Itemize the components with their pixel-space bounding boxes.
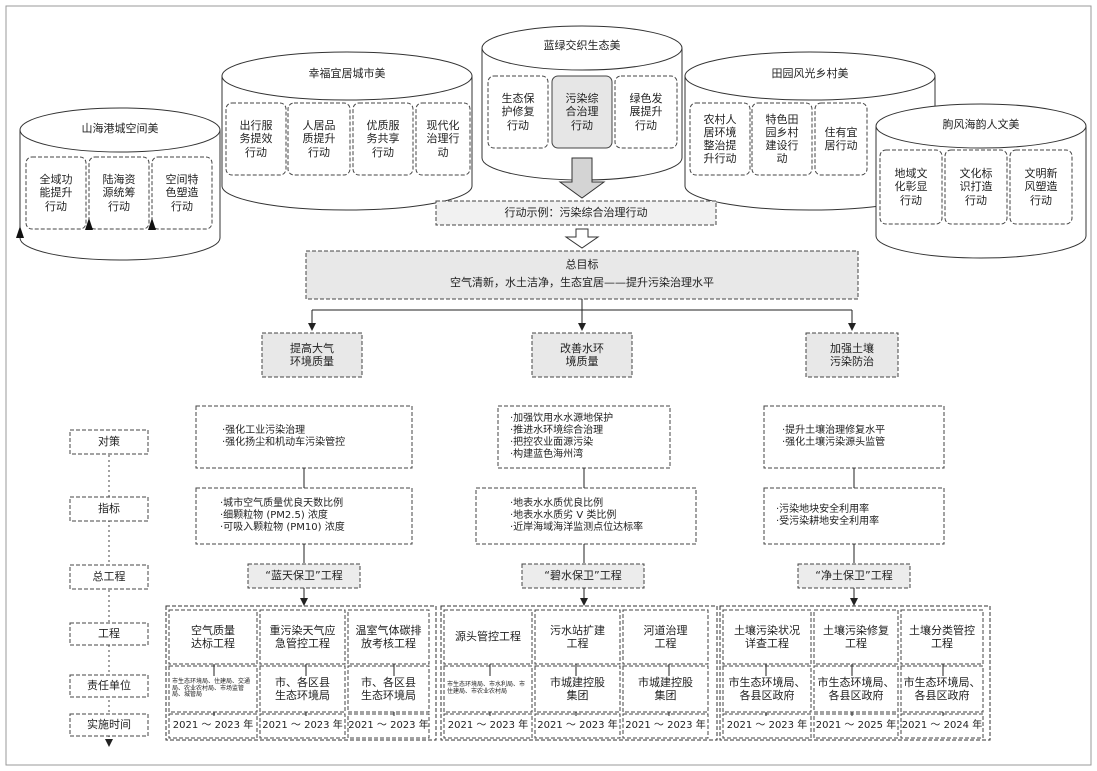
label-measures: 对策 [98, 435, 120, 449]
indicators-soil: ·污染地块安全利用率 ·受污染耕地安全利用率 [776, 504, 880, 527]
action-item: 陆海资 源统筹 行动 [102, 173, 136, 213]
action-item: 出行服 务提效 行动 [239, 119, 273, 159]
project-name: 土壤污染状况 详查工程 [734, 623, 800, 650]
cylinder-xiongfeng [875, 103, 1087, 259]
label-indicators: 指标 [98, 502, 120, 516]
action-item: 生态保 护修复 行动 [501, 92, 535, 132]
sub-goal-soil: 加强土壤 污染防治 [830, 341, 874, 368]
sub-goal-water: 改善水环 境质量 [560, 341, 604, 368]
program-water: “碧水保卫”工程 [544, 569, 622, 583]
project-time: 2021 ～ 2025 年 [815, 720, 897, 731]
cylinder-tianyuan [684, 51, 936, 211]
action-item: 地域文 化彰显 行动 [894, 167, 928, 207]
action-item: 文化标 识打造 行动 [959, 167, 993, 207]
group-title-xingfu: 幸福宜居城市美 [308, 67, 386, 81]
label-program: 总工程 [92, 570, 126, 584]
project-unit: 市、各区县 生态环境局 [361, 675, 416, 702]
indicators-water: ·地表水水质优良比例 ·地表水水质劣 V 类比例 ·近岸海域海洋监测点位达标率 [510, 498, 644, 533]
cylinder-xingfu [221, 51, 473, 211]
project-name: 重污染天气应 急管控工程 [269, 623, 336, 650]
action-item-highlight: 污染综 合治理 行动 [565, 92, 599, 132]
group-title-shanhai: 山海港城空间美 [81, 122, 159, 136]
label-period: 实施时间 [87, 718, 131, 732]
project-unit: 市生态环境局、 各县区政府 [728, 675, 806, 702]
measures-air: ·强化工业污染治理 ·强化扬尘和机动车污染管控 [222, 425, 346, 448]
project-unit: 市生态环境局、市水利局、市住建局、市农业农村局 [447, 681, 526, 695]
action-item: 全域功 能提升 行动 [39, 173, 73, 213]
group-title-xiongfeng: 朐风海韵人文美 [942, 118, 1020, 132]
action-item: 住有宜 居行动 [824, 125, 858, 152]
action-item: 人居品 质提升 行动 [302, 119, 336, 159]
action-item: 空间特 色塑造 行动 [165, 173, 199, 213]
goal-title: 总目标 [565, 258, 599, 272]
project-unit: 市城建控股 集团 [550, 675, 605, 702]
project-name: 污水站扩建 工程 [550, 623, 605, 650]
action-item: 特色田 园乡村 建设行 动 [765, 112, 799, 166]
project-time: 2021 ～ 2023 年 [726, 720, 808, 731]
group-title-tianyuan: 田园风光乡村美 [771, 67, 849, 81]
label-project: 工程 [98, 627, 120, 641]
project-name: 源头管控工程 [455, 630, 521, 644]
sub-goal-air: 提高大气 环境质量 [290, 341, 334, 368]
group-title-lanlv: 蓝绿交织生态美 [543, 39, 621, 53]
down-arrow-white [564, 228, 600, 249]
action-item: 绿色发 展提升 行动 [629, 92, 663, 132]
project-time: 2021 ～ 2023 年 [625, 720, 706, 731]
highlight-box [551, 75, 613, 149]
action-item: 文明新 风塑造 行动 [1024, 167, 1058, 207]
indicators-air: ·城市空气质量优良天数比例 ·细颗粒物 (PM2.5) 浓度 ·可吸入颗粒物 (… [220, 498, 345, 533]
project-unit: 市生态环境局、 各县区政府 [817, 675, 895, 702]
project-unit: 市城建控股 集团 [638, 675, 693, 702]
project-unit: 市生态环境局、 各县区政府 [903, 675, 981, 702]
action-item: 农村人 居环境 整治提 升行动 [703, 112, 737, 166]
measures-soil: ·提升土壤治理修复水平 ·强化土壤污染源头监管 [782, 425, 886, 448]
project-name: 河道治理 工程 [643, 623, 688, 650]
project-unit: 市生态环境局、住建局、交通局、农业农村局、市场监管局、城管局 [172, 677, 251, 699]
measures-water: ·加强饮用水水源地保护 ·推进水环境综合治理 ·把控农业面源污染 ·构建蓝色海州… [510, 413, 614, 460]
outer-frame [5, 5, 1092, 766]
project-name: 温室气体碳排 放考核工程 [355, 623, 422, 650]
down-arrow-grey [558, 157, 606, 199]
project-time: 2021 ～ 2023 年 [348, 720, 429, 731]
project-time: 2021 ～ 2023 年 [262, 720, 343, 731]
label-responsible: 责任单位 [87, 679, 131, 693]
action-item: 优质服 务共享 行动 [366, 119, 400, 159]
goal-text: 空气清新，水土洁净，生态宜居——提升污染治理水平 [450, 276, 714, 290]
program-air: “蓝天保卫”工程 [265, 569, 343, 583]
project-time: 2021 ～ 2023 年 [447, 720, 529, 731]
project-time: 2021 ～ 2024 年 [901, 720, 983, 731]
project-time: 2021 ～ 2023 年 [537, 720, 618, 731]
program-soil: “净土保卫”工程 [815, 569, 893, 583]
project-name: 土壤污染修复 工程 [823, 623, 889, 650]
project-name: 空气质量 达标工程 [191, 623, 235, 650]
cylinder-shanhai [19, 107, 221, 261]
action-item: 现代化 治理行 动 [426, 119, 460, 159]
project-name: 土壤分类管控 工程 [909, 623, 975, 650]
project-time: 2021 ～ 2023 年 [172, 720, 254, 731]
project-unit: 市、各区县 生态环境局 [275, 675, 330, 702]
action-example: 行动示例：污染综合治理行动 [504, 206, 648, 220]
